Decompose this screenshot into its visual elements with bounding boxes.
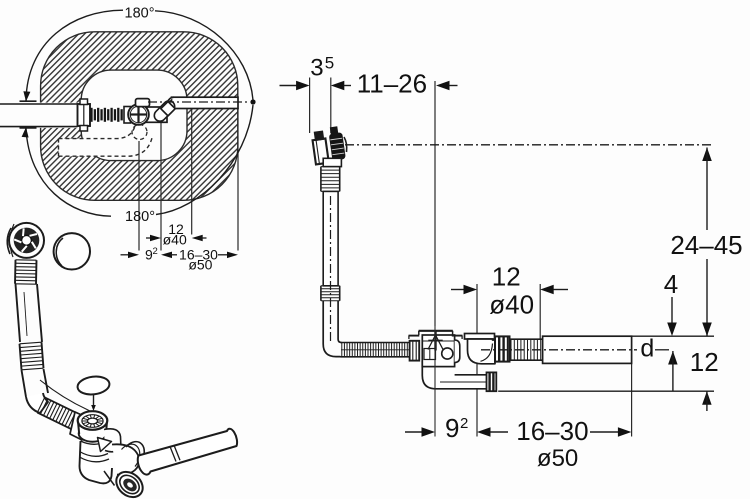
svg-text:ø50: ø50 bbox=[188, 257, 212, 273]
svg-text:ø40: ø40 bbox=[489, 290, 534, 320]
svg-text:2: 2 bbox=[460, 415, 468, 432]
svg-text:5: 5 bbox=[325, 54, 334, 73]
svg-text:180°: 180° bbox=[125, 6, 155, 22]
svg-text:d: d bbox=[640, 335, 654, 363]
svg-text:12: 12 bbox=[690, 347, 719, 377]
svg-text:16–30: 16–30 bbox=[179, 246, 218, 262]
svg-text:12: 12 bbox=[492, 261, 521, 291]
svg-text:9: 9 bbox=[445, 413, 459, 443]
svg-text:180°: 180° bbox=[125, 209, 155, 225]
svg-text:12: 12 bbox=[168, 221, 184, 237]
svg-text:9: 9 bbox=[145, 246, 153, 262]
svg-text:ø50: ø50 bbox=[537, 445, 578, 472]
svg-text:3: 3 bbox=[310, 55, 323, 82]
svg-text:ø40: ø40 bbox=[163, 232, 187, 248]
svg-text:2: 2 bbox=[153, 246, 158, 257]
svg-text:16–30: 16–30 bbox=[516, 416, 588, 446]
svg-text:24–45: 24–45 bbox=[670, 230, 742, 260]
svg-text:11–26: 11–26 bbox=[357, 69, 427, 99]
svg-text:4: 4 bbox=[664, 269, 678, 299]
